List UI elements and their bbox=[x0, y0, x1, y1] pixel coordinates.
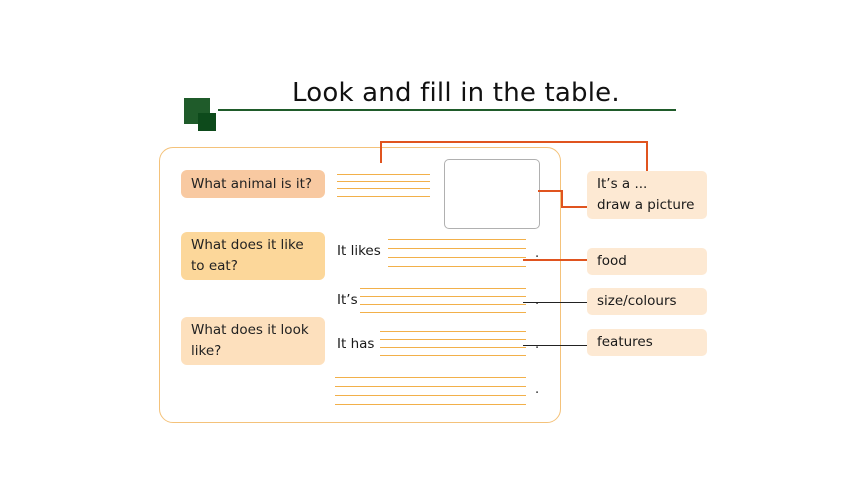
answer-line[interactable] bbox=[337, 174, 430, 175]
connector-line bbox=[646, 141, 648, 171]
connector-line bbox=[561, 190, 563, 207]
answer-line[interactable] bbox=[380, 339, 526, 340]
answer-line[interactable] bbox=[337, 196, 430, 197]
prompt-its: It’s bbox=[337, 292, 358, 308]
connector-line bbox=[523, 259, 587, 261]
prompt-it-likes: It likes bbox=[337, 243, 381, 259]
connector-line bbox=[523, 345, 587, 346]
answer-line[interactable] bbox=[380, 355, 526, 356]
answer-line[interactable] bbox=[388, 266, 526, 267]
hint-its-a-draw: It’s a ... draw a picture bbox=[587, 171, 707, 219]
connector-line bbox=[380, 141, 647, 143]
answer-line[interactable] bbox=[335, 386, 526, 387]
drawing-box[interactable] bbox=[444, 159, 540, 229]
answer-line[interactable] bbox=[360, 304, 526, 305]
connector-line bbox=[523, 302, 587, 303]
answer-line[interactable] bbox=[337, 188, 430, 189]
connector-line bbox=[380, 141, 382, 163]
answer-line[interactable] bbox=[380, 347, 526, 348]
hint-size-colours: size/colours bbox=[587, 288, 707, 315]
title-decoration-square-small bbox=[198, 113, 216, 131]
title-underline bbox=[218, 109, 676, 111]
period: . bbox=[535, 293, 540, 308]
answer-line[interactable] bbox=[335, 395, 526, 396]
connector-line bbox=[538, 190, 562, 192]
hint-draw-picture: draw a picture bbox=[597, 197, 695, 213]
hint-features: features bbox=[587, 329, 707, 356]
question-what-eat: What does it like to eat? bbox=[181, 232, 325, 280]
question-what-animal: What animal is it? bbox=[181, 170, 325, 198]
answer-line[interactable] bbox=[388, 257, 526, 258]
period: . bbox=[535, 382, 540, 397]
connector-line bbox=[561, 206, 587, 208]
period: . bbox=[535, 246, 540, 261]
answer-line[interactable] bbox=[360, 312, 526, 313]
prompt-it-has: It has bbox=[337, 336, 375, 352]
answer-line[interactable] bbox=[360, 288, 526, 289]
hint-food: food bbox=[587, 248, 707, 275]
answer-line[interactable] bbox=[335, 377, 526, 378]
answer-line[interactable] bbox=[388, 239, 526, 240]
answer-line[interactable] bbox=[388, 248, 526, 249]
answer-line[interactable] bbox=[335, 404, 526, 405]
answer-line[interactable] bbox=[337, 181, 430, 182]
question-look-like: What does it look like? bbox=[181, 317, 325, 365]
hint-its-a: It’s a ... bbox=[597, 176, 648, 192]
page-title: Look and fill in the table. bbox=[292, 78, 620, 108]
answer-line[interactable] bbox=[380, 331, 526, 332]
period: . bbox=[535, 337, 539, 352]
answer-line[interactable] bbox=[360, 296, 526, 297]
